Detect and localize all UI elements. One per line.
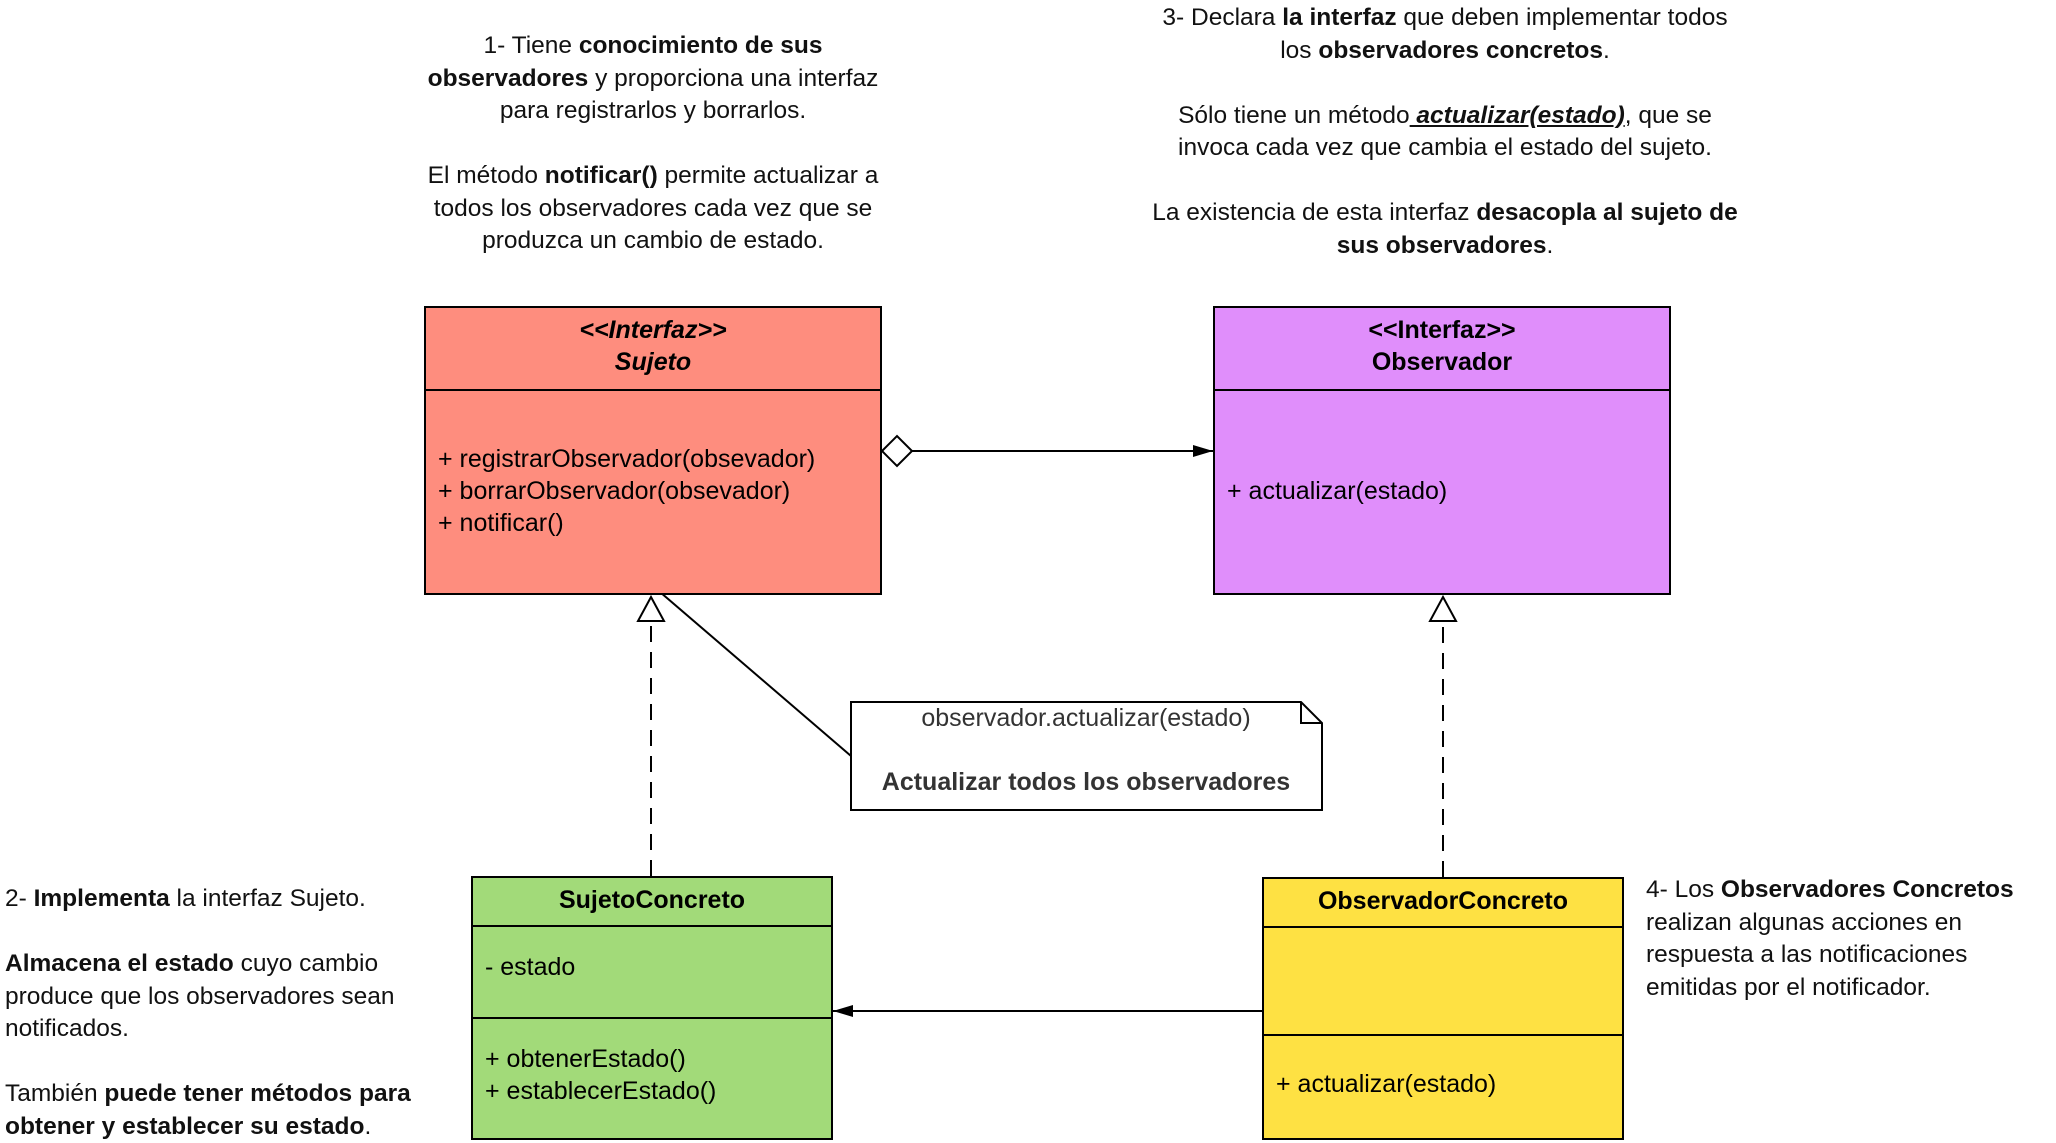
text-run: actualizar(estado) (1409, 101, 1625, 129)
text-run: que deben implementar todos los (1280, 4, 1728, 64)
annotation-observador-concreto-p1: 4- Los Observadores Concretos realizan a… (1646, 874, 2056, 1004)
text-run: . (1546, 231, 1554, 259)
realization-triangle (1428, 594, 1458, 622)
class-observador-concreto-name: ObservadorConcreto (1317, 887, 1569, 915)
text-run: Implementa (33, 885, 170, 912)
text-run: Sólo tiene un método (1178, 101, 1410, 129)
class-sujeto-concreto-methods: + obtenerEstado() + establecerEstado() (473, 1019, 831, 1107)
annotation-observador-p2: Sólo tiene un método actualizar(estado),… (1150, 100, 1740, 165)
text-run: También (5, 1080, 105, 1107)
text-run: El método (427, 162, 545, 189)
attribute: - estado (485, 953, 576, 981)
method: + obtenerEstado() (485, 1045, 686, 1073)
text-run: 4- Los (1646, 876, 1721, 903)
text-run: realizan algunas acciones en respuesta a… (1646, 908, 1968, 1001)
class-observador-concreto-methods: + actualizar(estado) (1264, 1036, 1622, 1100)
class-sujeto-concreto-attributes: - estado (473, 927, 831, 1019)
text-run: desacopla al sujeto de sus observadores (1336, 199, 1738, 259)
text-run: la interfaz (1282, 4, 1397, 31)
text-run: . (364, 1112, 372, 1140)
annotation-sujeto-concreto-p2: Almacena el estado cuyo cambio produce q… (5, 948, 460, 1046)
realization-triangle (636, 594, 666, 622)
text-run: notificar() (544, 162, 658, 189)
text-run: conocimiento de sus observadores (427, 32, 823, 92)
class-sujeto-concreto-header: SujetoConcreto (473, 878, 831, 927)
realization-observadorconcreto-observador[interactable] (1428, 594, 1458, 877)
code-note-line2: Actualizar todos los observadores (881, 768, 1291, 796)
text-run: 3- Declara (1162, 4, 1283, 31)
class-observador[interactable]: <<Interfaz>> Observador + actualizar(est… (1213, 306, 1671, 595)
text-run: cuyo cambio produce que los observadores… (5, 950, 395, 1042)
annotation-observador-p1: 3- Declara la interfaz que deben impleme… (1150, 2, 1740, 67)
method: + actualizar(estado) (1227, 477, 1448, 505)
text-run: observadores concretos (1318, 36, 1603, 64)
text-run: la interfaz Sujeto. (169, 885, 366, 912)
class-sujeto[interactable]: <<Interfaz>> Sujeto + registrarObservado… (424, 306, 882, 595)
class-sujeto-name: Sujeto (614, 348, 692, 376)
annotation-sujeto: 1- Tiene conocimiento de sus observadore… (424, 30, 882, 258)
method: + borrarObservador(obsevador) (438, 477, 791, 505)
text-run: puede tener métodos para obtener y estab… (5, 1080, 411, 1140)
class-observador-concreto-attributes (1264, 928, 1622, 1036)
annotation-observador-concreto: 4- Los Observadores Concretos realizan a… (1646, 874, 2056, 1004)
text-run: Almacena el estado (5, 950, 234, 977)
annotation-sujeto-concreto: 2- Implementa la interfaz Sujeto. Almace… (5, 883, 460, 1143)
annotation-observador: 3- Declara la interfaz que deben impleme… (1150, 2, 1740, 262)
text-run: . (1602, 36, 1610, 64)
class-sujeto-header: <<Interfaz>> Sujeto (426, 308, 880, 391)
class-sujeto-stereotype: <<Interfaz>> (579, 316, 727, 344)
text-run: Observadores Concretos (1720, 876, 2014, 903)
text-run: 2- (5, 885, 34, 912)
text-run: permite actualizar a todos los observado… (433, 162, 879, 254)
class-observador-stereotype: <<Interfaz>> (1368, 316, 1516, 344)
class-observador-concreto-header: ObservadorConcreto (1264, 879, 1622, 928)
text-run: , que se invoca cada vez que cambia el e… (1178, 101, 1712, 162)
aggregation-sujeto-observador[interactable] (880, 434, 1213, 468)
annotation-sujeto-concreto-p1: 2- Implementa la interfaz Sujeto. (5, 883, 460, 916)
code-note-shape (850, 701, 1323, 811)
method: + establecerEstado() (485, 1077, 717, 1105)
annotation-sujeto-concreto-p3: También puede tener métodos para obtener… (5, 1078, 460, 1143)
annotation-sujeto-p2: El método notificar() permite actualizar… (424, 160, 882, 258)
class-observador-header: <<Interfaz>> Observador (1215, 308, 1669, 391)
class-sujeto-concreto-name: SujetoConcreto (558, 886, 746, 914)
annotation-observador-p3: La existencia de esta interfaz desacopla… (1150, 197, 1740, 262)
class-observador-methods: + actualizar(estado) (1215, 391, 1669, 507)
code-note-line1: observador.actualizar(estado) (921, 704, 1251, 732)
text-run: y proporciona una interfaz para registra… (499, 64, 879, 125)
annotation-sujeto-p1: 1- Tiene conocimiento de sus observadore… (424, 30, 882, 128)
method: + notificar() (438, 509, 564, 537)
text-run: La existencia de esta interfaz (1152, 199, 1477, 226)
code-note: observador.actualizar(estado) Actualizar… (850, 702, 1322, 798)
text-run: 1- Tiene (483, 32, 579, 59)
aggregation-diamond (880, 434, 914, 468)
method: + registrarObservador(obsevador) (438, 445, 816, 473)
method: + actualizar(estado) (1276, 1070, 1497, 1098)
class-observador-concreto[interactable]: ObservadorConcreto + actualizar(estado) (1262, 877, 1624, 1140)
class-sujeto-concreto[interactable]: SujetoConcreto - estado + obtenerEstado(… (471, 876, 833, 1140)
realization-sujetoconcreto-sujeto[interactable] (636, 594, 666, 876)
class-sujeto-methods: + registrarObservador(obsevador) + borra… (426, 391, 880, 539)
class-observador-name: Observador (1371, 348, 1513, 376)
